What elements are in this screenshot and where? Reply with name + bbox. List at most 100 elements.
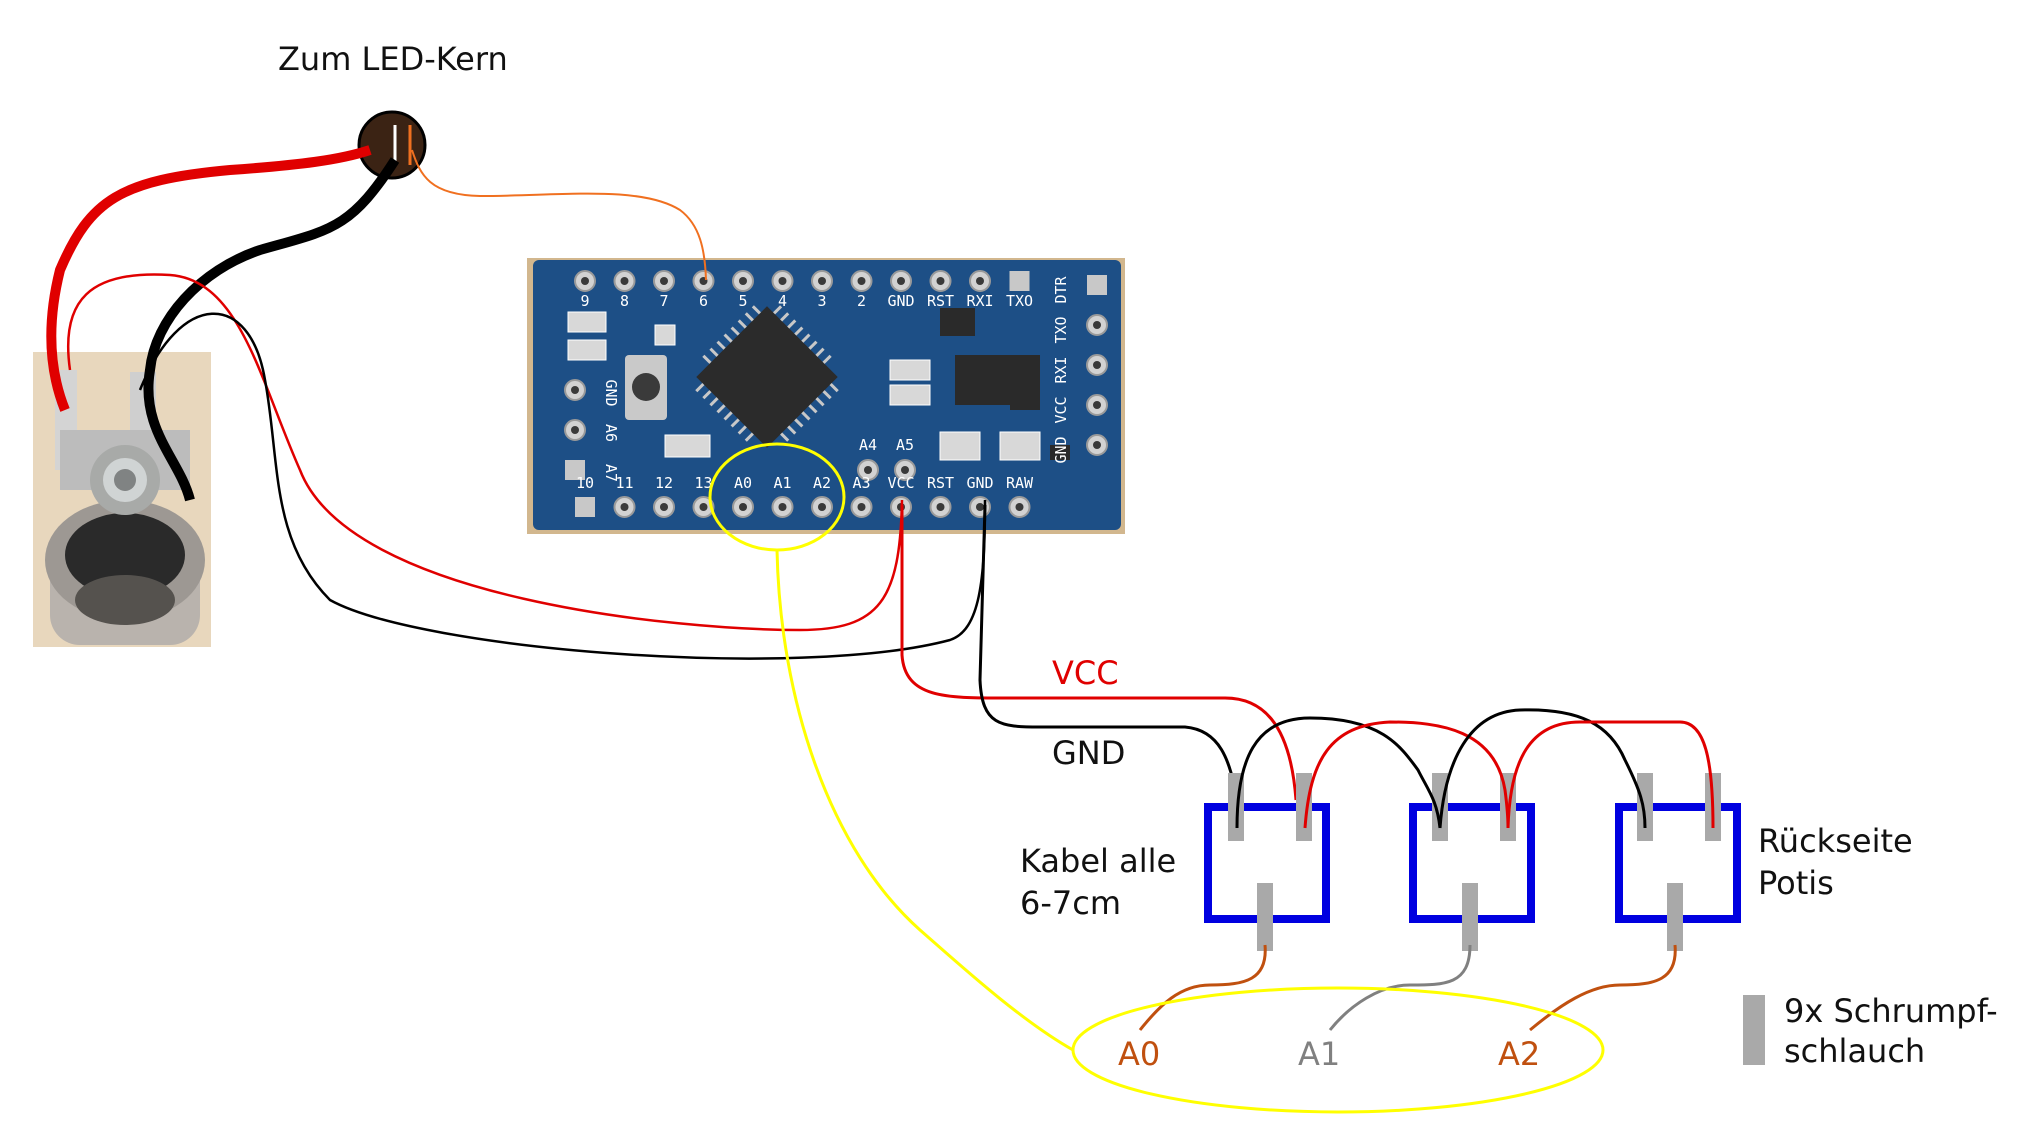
jack-to-arduino-gnd-wire <box>138 312 987 660</box>
arduino-gnd-to-pots-wire <box>978 504 1239 801</box>
potentiometer-a2 <box>1615 773 1741 951</box>
left-pin-pad <box>565 460 585 480</box>
top-pin-row <box>574 270 1030 292</box>
signal-wire-a1 <box>1328 944 1472 1031</box>
cable-length-label-line2: 6-7cm <box>1020 884 1122 922</box>
back-side-label-line2: Potis <box>1758 864 1834 902</box>
pot-chain-gnd-2 <box>1438 708 1647 829</box>
inner-pin-label: A5 <box>896 436 914 454</box>
bottom-pin-pad-hole <box>1015 503 1024 511</box>
led-core-icon <box>357 110 427 180</box>
right-pin-pad <box>1087 275 1107 295</box>
bottom-pin-label: A0 <box>734 474 752 492</box>
right-pin-label: RXI <box>1052 356 1070 383</box>
right-pin-pad-hole <box>1093 321 1101 329</box>
jack-to-led-red-wire <box>46 145 372 412</box>
top-pin-pad-hole <box>581 277 589 285</box>
potentiometer-a0 <box>1204 773 1330 951</box>
potentiometer-a1 <box>1409 773 1535 951</box>
pot-chain-gnd-1 <box>1235 716 1442 829</box>
top-pin-pad-hole <box>936 277 945 285</box>
right-pin-label: TXO <box>1052 316 1070 343</box>
bottom-pin-pad-hole <box>857 503 866 511</box>
vcc-label: VCC <box>1052 654 1119 692</box>
top-pin-label: RXI <box>966 292 993 310</box>
bottom-pin-pad-hole <box>620 503 629 511</box>
bottom-pin-row <box>575 459 1031 518</box>
shrink-tube-label-line2: schlauch <box>1784 1032 1926 1070</box>
top-pin-label: 2 <box>857 292 866 310</box>
top-pin-pad-hole <box>620 277 629 285</box>
pin-label-a2: A2 <box>1498 1035 1541 1073</box>
bottom-pin-label: GND <box>966 474 993 492</box>
top-pin-label: 7 <box>659 292 668 310</box>
bottom-pin-pad-hole <box>936 503 945 511</box>
top-pin-label: 3 <box>817 292 826 310</box>
bottom-pin-pad-hole <box>778 503 787 511</box>
left-pin-label: A6 <box>602 424 620 442</box>
pot-chain-vcc-2 <box>1506 720 1715 829</box>
right-pin-label: GND <box>1052 436 1070 463</box>
right-pin-pad-hole <box>1093 361 1101 369</box>
top-pin-pad-hole <box>976 277 984 285</box>
top-pin-label: RST <box>927 292 954 310</box>
top-pin-pad-hole <box>857 277 866 285</box>
arduino-vcc-to-pots-wire <box>900 505 1298 801</box>
microcontroller-chip <box>695 305 839 448</box>
dc-jack-icon <box>33 352 211 647</box>
bottom-pin-label: RST <box>927 474 954 492</box>
bottom-pin-label: A3 <box>852 474 870 492</box>
right-pin-label: DTR <box>1052 275 1070 303</box>
top-pin-pad-hole <box>739 277 747 285</box>
top-pin-pad-hole <box>660 277 668 285</box>
bottom-pin-label: 10 <box>576 474 594 492</box>
bottom-pin-pad-hole <box>739 503 747 511</box>
top-pin-label: 8 <box>620 292 629 310</box>
right-pin-pad-hole <box>1093 441 1101 449</box>
shrink-tube-icon <box>1743 995 1765 1065</box>
right-pin-label: VCC <box>1052 396 1070 423</box>
pin-label-a0: A0 <box>1118 1035 1161 1073</box>
top-pin-label: 9 <box>580 292 589 310</box>
pin-label-a1: A1 <box>1298 1035 1341 1073</box>
pot-chain-vcc-1 <box>1303 720 1510 829</box>
left-pin-label: A7 <box>602 464 620 482</box>
led-core-label: Zum LED-Kern <box>278 40 508 78</box>
right-pin-pad-hole <box>1093 401 1101 409</box>
bottom-pin-pad-hole <box>976 503 984 511</box>
left-pin-pad-hole <box>571 426 579 434</box>
back-side-label-line1: Rückseite <box>1758 822 1913 860</box>
led-signal-wire <box>411 149 707 281</box>
jack-to-led-black-wire <box>143 157 400 502</box>
top-pin-pad-hole <box>818 277 826 285</box>
bottom-pin-label: VCC <box>887 474 914 492</box>
top-pin-label: TXO <box>1006 292 1033 310</box>
highlight-connector <box>775 549 1074 1052</box>
inner-pin-label: A4 <box>859 436 877 454</box>
signal-wire-a2 <box>1529 944 1677 1032</box>
signal-wire-a0 <box>1138 944 1267 1031</box>
bottom-pin-pad-hole <box>699 503 708 511</box>
top-pin-label: 4 <box>778 292 787 310</box>
bottom-pin-label: 12 <box>655 474 673 492</box>
top-pin-label: 5 <box>738 292 747 310</box>
top-pin-pad <box>1009 271 1030 291</box>
bottom-pin-pad-hole <box>818 503 826 511</box>
cable-length-label-line1: Kabel alle <box>1020 842 1177 880</box>
top-pin-label: GND <box>887 292 914 310</box>
gnd-label: GND <box>1052 734 1126 772</box>
top-pin-pad-hole <box>778 277 787 285</box>
top-pin-pad-hole <box>897 277 905 285</box>
left-pin-column <box>564 379 586 480</box>
left-pin-label: GND <box>602 379 620 406</box>
bottom-pin-label: 11 <box>615 474 633 492</box>
right-pin-column <box>1086 275 1108 456</box>
jack-to-arduino-vcc-wire <box>66 273 904 632</box>
bottom-pin-label: 13 <box>694 474 712 492</box>
inner-pin-pad-hole <box>864 466 872 474</box>
bottom-pin-label: RAW <box>1006 474 1034 492</box>
top-pin-label: 6 <box>699 292 708 310</box>
bottom-pin-pad-hole <box>660 503 668 511</box>
